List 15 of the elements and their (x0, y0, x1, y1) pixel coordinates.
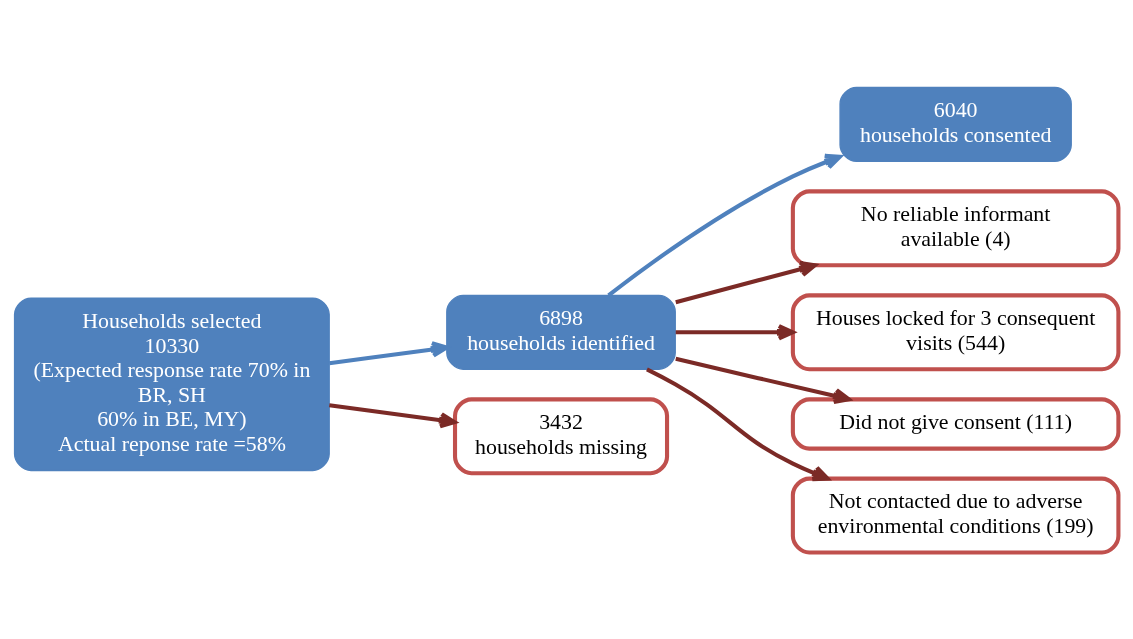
arrow (329, 340, 449, 365)
arrow (675, 323, 795, 341)
node-box: Houses locked for 3 consequent visits (544) (790, 292, 1121, 371)
node-box: Did not give consent (111) (790, 396, 1121, 451)
node-box: No reliable informant available (4) (790, 188, 1121, 267)
node-box: Not contacted due to adverse environmental conditions (199) (790, 476, 1121, 555)
node-box: 6898 households identified (446, 294, 676, 370)
node-box: 3432 households missing (452, 396, 670, 475)
arrow (607, 153, 842, 297)
node-box: Households selected 10330 (Expected response rate 70% in BR, SH 60% in BE, MY) Actual reponse rate =58% (13, 296, 330, 471)
arrow (675, 260, 817, 304)
arrow (646, 367, 830, 481)
node-box: 6040 households consented (839, 86, 1072, 162)
arrow (329, 402, 457, 428)
arrow (675, 356, 851, 404)
